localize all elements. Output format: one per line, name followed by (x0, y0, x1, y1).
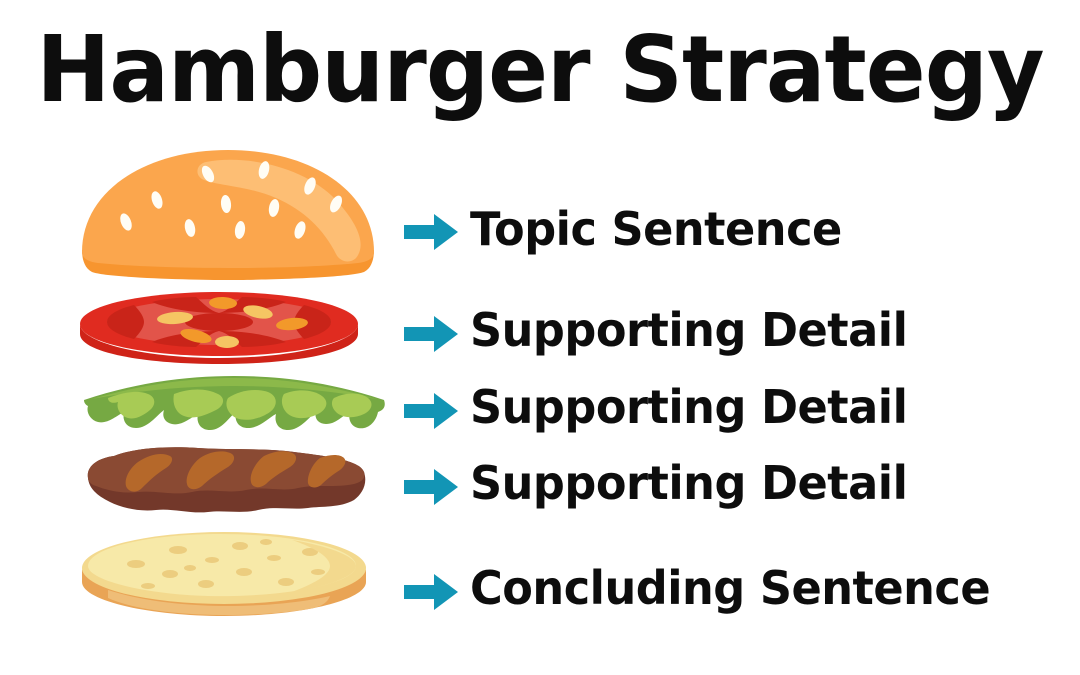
row-label-supporting-detail-3: Supporting Detail (470, 456, 908, 510)
arrow-right-icon-topic (404, 212, 458, 256)
row-label-supporting-detail-1: Supporting Detail (470, 303, 908, 357)
arrow-right-icon-concluding (404, 572, 458, 616)
burger-layer-lettuce-leaf (78, 372, 390, 438)
row-label-concluding-sentence: Concluding Sentence (470, 561, 991, 615)
row-label-topic-sentence: Topic Sentence (470, 202, 842, 256)
arrow-right-icon-supporting-3 (404, 467, 458, 511)
row-label-supporting-detail-2: Supporting Detail (470, 380, 908, 434)
arrow-right-icon-supporting-1 (404, 314, 458, 358)
arrow-right-icon-supporting-2 (404, 391, 458, 435)
burger-layer-top-bun (78, 146, 378, 285)
burger-layer-tomato-slice (78, 286, 360, 370)
page-title: Hamburger Strategy (36, 16, 1044, 123)
burger-layer-bottom-bun (78, 528, 370, 624)
burger-layer-beef-patty (78, 444, 370, 520)
